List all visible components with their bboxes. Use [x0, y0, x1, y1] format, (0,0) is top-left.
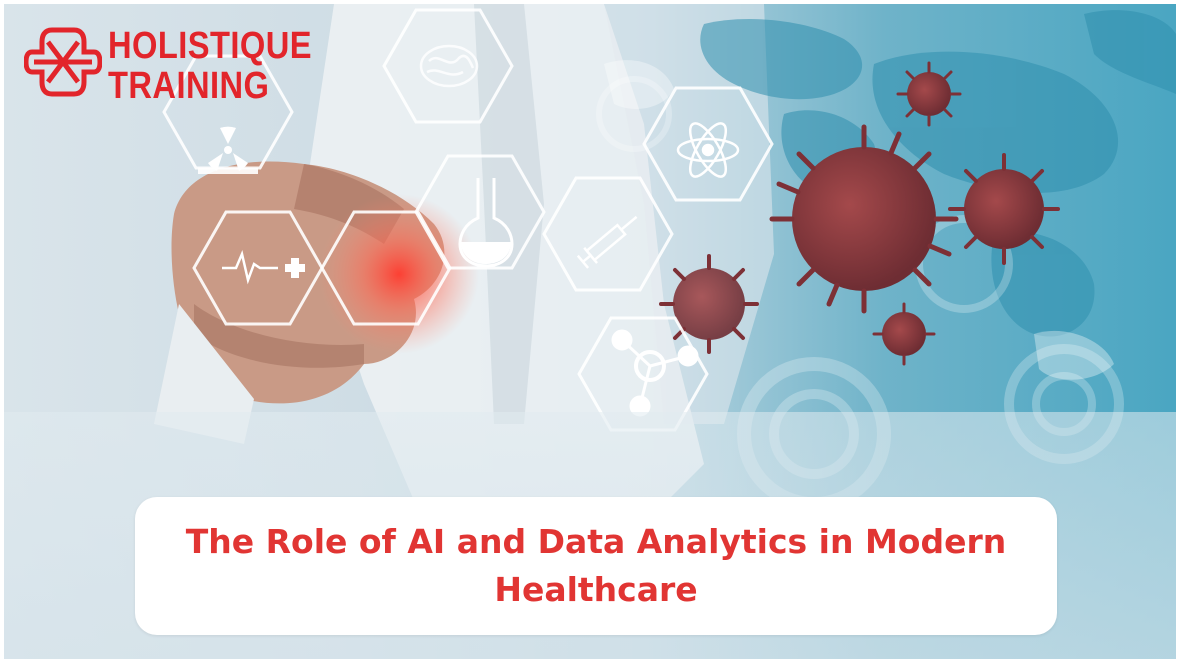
- world-map: [700, 10, 1176, 337]
- virus-icon: [659, 61, 1060, 366]
- heartbeat-icon: [222, 249, 305, 285]
- hero-banner: HOLISTIQUE TRAINING The Role of AI and D…: [4, 4, 1176, 659]
- syringe-icon: [576, 215, 638, 269]
- banner-title: The Role of AI and Data Analytics in Mod…: [185, 522, 1007, 609]
- hexagon-network: [162, 8, 774, 432]
- atom-icon: [676, 122, 740, 178]
- radiation-icon: [198, 126, 258, 174]
- holistique-training-logo: HOLISTIQUE TRAINING: [24, 26, 344, 121]
- background-illustration: [154, 4, 1176, 524]
- flask-icon: [458, 178, 514, 268]
- logo-wordmark: HOLISTIQUE TRAINING: [108, 26, 312, 106]
- logo-line-2: TRAINING: [108, 65, 270, 107]
- logo-line-1: HOLISTIQUE: [108, 25, 313, 67]
- title-card: The Role of AI and Data Analytics in Mod…: [135, 497, 1057, 635]
- touch-glow: [319, 194, 479, 354]
- brain-icon: [419, 44, 479, 88]
- logo-cross-icon: [24, 27, 102, 97]
- molecule-icon: [611, 329, 699, 417]
